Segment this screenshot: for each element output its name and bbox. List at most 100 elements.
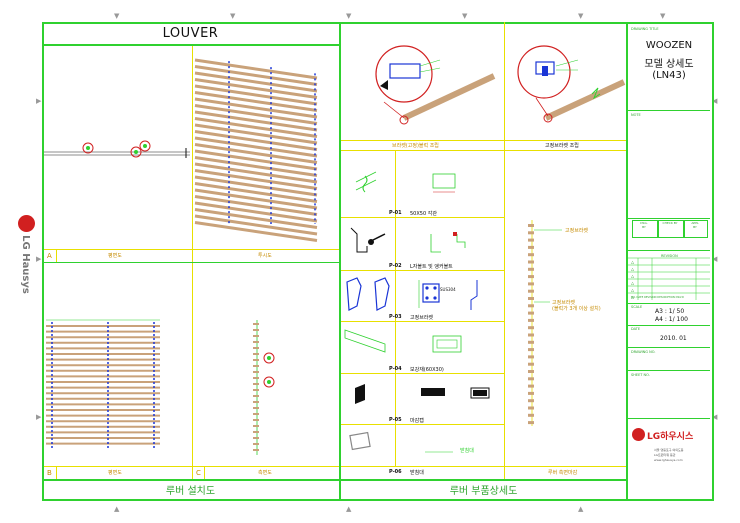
finish-slat [528, 238, 534, 242]
part-p06-name: 받침대 [410, 470, 424, 476]
revision-label: REVISION [661, 254, 678, 258]
part-p02-drawing [350, 227, 466, 253]
panel-a-label: A [47, 252, 52, 260]
tb-line [628, 347, 710, 348]
brand-strip: LG Hausys [14, 215, 40, 295]
tb-line [628, 218, 710, 219]
parts-rows [341, 151, 504, 466]
louver-slat [194, 195, 318, 216]
bottom-tick: ▲ [578, 505, 584, 513]
panel-c-label: C [196, 469, 201, 477]
col-line [395, 151, 396, 466]
finish-slat [528, 355, 534, 359]
part-p06-drawing [349, 431, 453, 453]
louver-slat [194, 214, 318, 236]
louver-slat [194, 104, 318, 125]
top-tick: ▼ [114, 12, 120, 20]
side-note-2: 고정브라켓 (블럭가 3개 이상 설치) [552, 300, 601, 312]
panel-a-caption: 평면도 [108, 253, 122, 259]
right-grid-h1 [341, 140, 626, 141]
louver-slat [194, 78, 318, 99]
date-value: 2010. 01 [660, 335, 687, 342]
side-note-1: 고정브라켓 [565, 228, 589, 234]
sheet-frame [42, 22, 714, 501]
part-p06-code: P-06 [389, 469, 402, 475]
top-tick: ▼ [346, 12, 352, 20]
title-line3: (LN43) [652, 70, 686, 81]
tb-line [628, 110, 710, 111]
tb-line [628, 250, 710, 251]
top-tick: ▼ [660, 12, 666, 20]
lg-face-icon [632, 428, 645, 441]
left-footer-title: 루버 설치도 [165, 486, 216, 497]
finish-slat [528, 348, 534, 352]
revision-triangle-icon: △ [631, 260, 635, 265]
part-p01-code: P-01 [389, 210, 402, 216]
louver-slat [194, 149, 318, 171]
company-logo: LG하우시스 [632, 428, 708, 444]
finish-slat [528, 406, 534, 410]
part-p01-name: 50X50 각관 [410, 211, 437, 217]
part-p05-code: P-05 [389, 417, 402, 423]
finish-slat [528, 391, 534, 395]
title-line1: WOOZEN [645, 40, 693, 51]
part-p03-code: P-03 [389, 314, 402, 320]
dsg-label: DSG. BY [640, 221, 648, 229]
finish-slat [528, 297, 534, 300]
right-tick: ◀ [712, 97, 718, 105]
revision-triangle-icon: △ [631, 295, 635, 300]
revision-triangle-icon: △ [631, 288, 635, 293]
finish-slat [528, 326, 534, 330]
date-label: DATE [631, 327, 641, 331]
footer-line [42, 479, 628, 481]
part-p03-drawing [346, 277, 478, 311]
left-title-line [42, 44, 341, 46]
row-line [341, 373, 504, 374]
top-tick: ▼ [230, 12, 236, 20]
scale-label: SCALE [631, 305, 643, 309]
finish-slat [528, 253, 534, 257]
finish-slat [528, 275, 534, 279]
louver-slat [194, 182, 318, 203]
louver-slat [194, 123, 318, 145]
louver-slat [194, 71, 318, 93]
revision-columns: NO. DATE REVISION DESCRIPTION DSG'D [631, 296, 685, 299]
finish-slat [528, 421, 534, 425]
louver-slat [194, 65, 318, 86]
finish-slat [528, 267, 534, 271]
tb-line [628, 418, 710, 419]
right-tick: ◀ [712, 255, 718, 263]
louver-slat [194, 91, 318, 112]
tb-line [628, 325, 710, 326]
tb-line [628, 303, 710, 304]
right-tick: ◀ [712, 413, 718, 421]
part-p04-name: 보강재(60X30) [410, 367, 444, 373]
louver-slat [194, 169, 318, 190]
p03-dim-text: SUS304 [440, 287, 456, 292]
left-grid-v1 [192, 46, 193, 262]
divider-left-right [339, 22, 341, 501]
left-tick: ▶ [36, 413, 42, 421]
finish-slat [528, 289, 534, 293]
part-p03-name: 고정브라켓 [410, 315, 434, 321]
tb-line [628, 370, 710, 371]
finish-slat [528, 399, 534, 403]
revision-triangle-icon: △ [631, 267, 635, 272]
bracket-block-caption: 브라켓(고정)블럭 조립 [392, 143, 439, 149]
title-line2: 모델 상세도 [644, 59, 694, 70]
bottom-tick: ▲ [114, 505, 120, 513]
louver-slat [194, 117, 318, 138]
finish-slat [528, 384, 534, 388]
louver-slat [194, 201, 318, 223]
louver-slat [194, 110, 318, 132]
elevation-b [46, 319, 160, 450]
left-grid-h1 [44, 249, 339, 250]
finish-slat [528, 224, 534, 227]
louver-slat [194, 221, 318, 242]
louver-slat [194, 188, 318, 210]
revision-table: △△△△△△ [628, 257, 710, 300]
louver-slat [194, 143, 318, 164]
appl-label: APPL BY [691, 221, 699, 229]
part-p05-drawing [355, 384, 490, 404]
finish-slat [528, 377, 534, 381]
